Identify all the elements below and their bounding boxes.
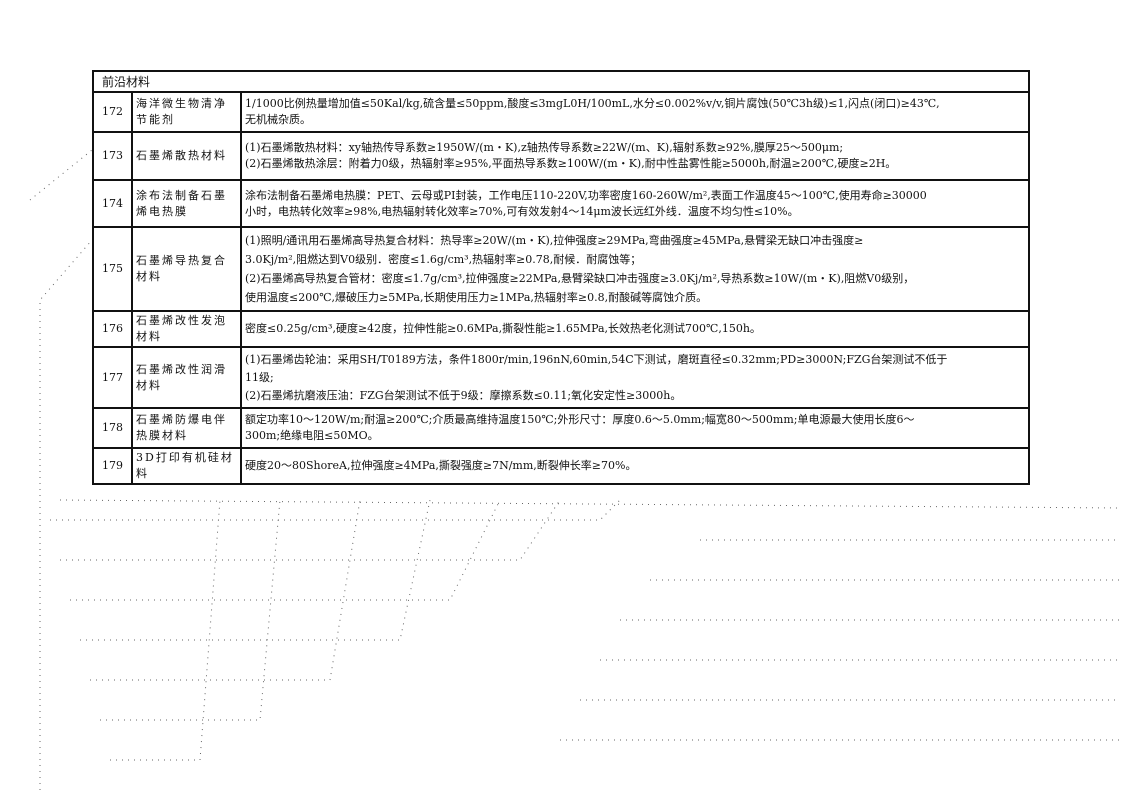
table-row: 173 石墨烯散热材料 (1)石墨烯散热材料：xy轴热传导系数≥1950W/(m…	[92, 131, 1030, 181]
section-title: 前沿材料	[92, 70, 1030, 93]
material-spec: 1/1000比例热量增加值≤50Kal/kg,硫含量≤50ppm,酸度≤3mgL…	[240, 91, 1030, 133]
material-spec: 硬度20～80ShoreA,拉伸强度≥4MPa,撕裂强度≥7N/mm,断裂伸长率…	[240, 447, 1030, 485]
material-spec: (1)石墨烯散热材料：xy轴热传导系数≥1950W/(m・K),z轴热传导系数≥…	[240, 131, 1030, 181]
table-row: 177 石墨烯改性润滑材料 (1)石墨烯齿轮油：采用SH/T0189方法，条件1…	[92, 346, 1030, 409]
row-number: 173	[92, 131, 133, 181]
material-name: 石墨烯改性润滑材料	[131, 346, 242, 409]
material-spec: (1)石墨烯齿轮油：采用SH/T0189方法，条件1800r/min,196nN…	[240, 346, 1030, 409]
material-name: 涂布法制备石墨烯电热膜	[131, 179, 242, 228]
material-name: 石墨烯散热材料	[131, 131, 242, 181]
row-number: 178	[92, 407, 133, 449]
table-row: 179 3D打印有机硅材料 硬度20～80ShoreA,拉伸强度≥4MPa,撕裂…	[92, 447, 1030, 485]
material-spec: 涂布法制备石墨烯电热膜：PET、云母或PI封装，工作电压110-220V,功率密…	[240, 179, 1030, 228]
row-number: 172	[92, 91, 133, 133]
table-row: 178 石墨烯防爆电伴热膜材料 额定功率10～120W/m;耐温≥200℃;介质…	[92, 407, 1030, 449]
materials-table: 前沿材料 172 海洋微生物清净节能剂 1/1000比例热量增加值≤50Kal/…	[92, 70, 1030, 485]
row-number: 179	[92, 447, 133, 485]
material-name: 海洋微生物清净节能剂	[131, 91, 242, 133]
material-spec: 密度≤0.25g/cm³,硬度≥42度，拉伸性能≥0.6MPa,撕裂性能≥1.6…	[240, 310, 1030, 348]
table-row: 175 石墨烯导热复合材料 (1)照明/通讯用石墨烯高导热复合材料：热导率≥20…	[92, 226, 1030, 312]
row-number: 175	[92, 226, 133, 312]
table-row: 174 涂布法制备石墨烯电热膜 涂布法制备石墨烯电热膜：PET、云母或PI封装，…	[92, 179, 1030, 228]
material-spec: (1)照明/通讯用石墨烯高导热复合材料：热导率≥20W/(m・K),拉伸强度≥2…	[240, 226, 1030, 312]
material-name: 石墨烯导热复合材料	[131, 226, 242, 312]
table-row: 176 石墨烯改性发泡材料 密度≤0.25g/cm³,硬度≥42度，拉伸性能≥0…	[92, 310, 1030, 348]
material-name: 石墨烯改性发泡材料	[131, 310, 242, 348]
material-name: 3D打印有机硅材料	[131, 447, 242, 485]
section-header-row: 前沿材料	[92, 70, 1030, 93]
row-number: 177	[92, 346, 133, 409]
material-name: 石墨烯防爆电伴热膜材料	[131, 407, 242, 449]
row-number: 176	[92, 310, 133, 348]
table-row: 172 海洋微生物清净节能剂 1/1000比例热量增加值≤50Kal/kg,硫含…	[92, 91, 1030, 133]
row-number: 174	[92, 179, 133, 228]
material-spec: 额定功率10～120W/m;耐温≥200℃;介质最高维持温度150℃;外形尺寸：…	[240, 407, 1030, 449]
